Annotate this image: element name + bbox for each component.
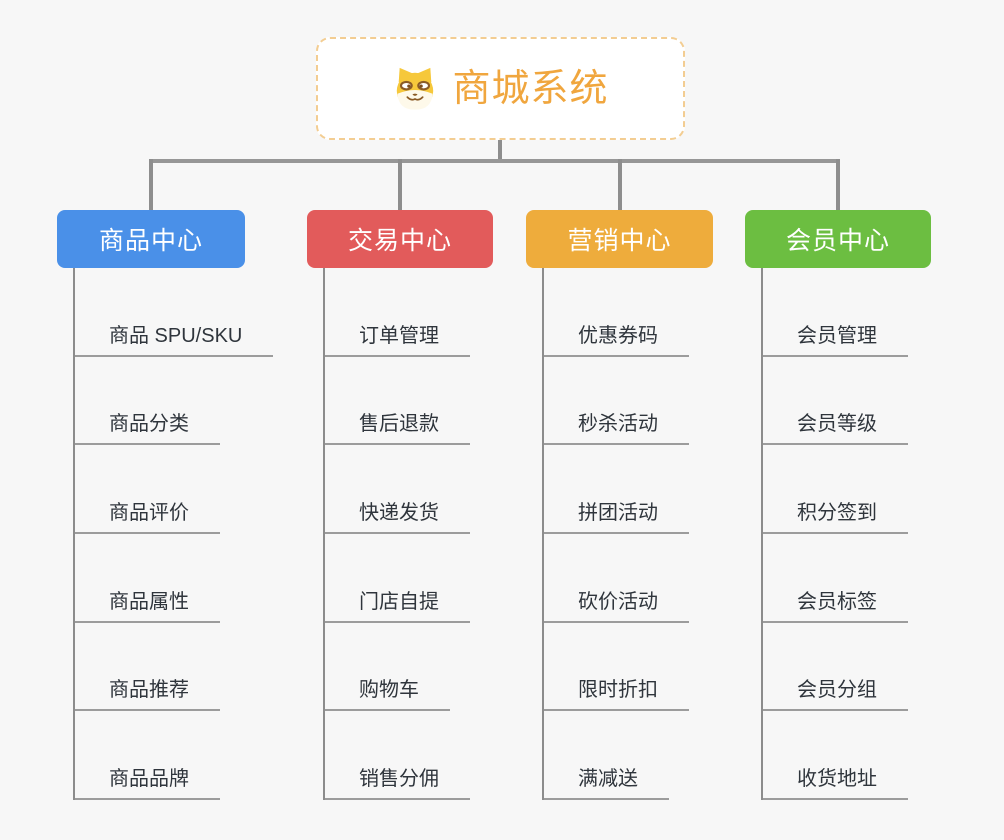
leaf-topic[interactable]: 会员管理 xyxy=(763,268,908,357)
branch-topic-product-center[interactable]: 商品中心 xyxy=(57,210,245,268)
leaf-topic-label: 快递发货 xyxy=(325,500,470,534)
leaf-topic[interactable]: 会员等级 xyxy=(763,357,908,446)
leaf-column-member-center: 会员管理会员等级积分签到会员标签会员分组收货地址 xyxy=(761,268,908,800)
leaf-topic-label: 优惠券码 xyxy=(544,323,689,357)
leaf-topic[interactable]: 购物车 xyxy=(325,623,470,712)
leaf-topic-label: 门店自提 xyxy=(325,589,470,623)
leaf-topic-label: 会员管理 xyxy=(763,323,908,357)
leaf-topic[interactable]: 商品属性 xyxy=(75,534,273,623)
leaf-topic[interactable]: 积分签到 xyxy=(763,445,908,534)
leaf-column-product-center: 商品 SPU/SKU 商品分类商品评价商品属性商品推荐商品品牌 xyxy=(73,268,274,800)
leaf-topic[interactable]: 商品评价 xyxy=(75,445,273,534)
leaf-topic-label: 秒杀活动 xyxy=(544,411,689,446)
connector-bus xyxy=(149,159,840,163)
branch-topic-trade-center[interactable]: 交易中心 xyxy=(307,210,493,268)
leaf-topic-label: 销售分佣 xyxy=(325,766,470,800)
leaf-topic-label: 商品评价 xyxy=(75,500,220,534)
branch-topic-member-center[interactable]: 会员中心 xyxy=(745,210,931,268)
leaf-topic[interactable]: 会员分组 xyxy=(763,623,908,712)
leaf-topic-label: 商品推荐 xyxy=(75,677,220,712)
leaf-topic[interactable]: 优惠券码 xyxy=(544,268,689,357)
leaf-topic-label: 商品分类 xyxy=(75,411,220,446)
leaf-topic[interactable]: 拼团活动 xyxy=(544,445,689,534)
leaf-topic[interactable]: 满减送 xyxy=(544,711,689,800)
leaf-topic-label: 积分签到 xyxy=(763,500,908,534)
leaf-topic[interactable]: 商品品牌 xyxy=(75,711,273,800)
root-topic[interactable]: 商城系统 xyxy=(316,37,685,140)
connector-drop-trade-center xyxy=(398,159,402,210)
leaf-topic[interactable]: 商品推荐 xyxy=(75,623,273,712)
branch-topic-marketing-center[interactable]: 营销中心 xyxy=(526,210,713,268)
connector-root-stub xyxy=(498,140,502,163)
leaf-topic-label: 售后退款 xyxy=(325,411,470,446)
leaf-topic-label: 商品品牌 xyxy=(75,766,220,800)
root-title: 商城系统 xyxy=(452,67,609,110)
leaf-topic-label: 拼团活动 xyxy=(544,500,689,534)
leaf-column-trade-center: 订单管理售后退款快递发货门店自提购物车销售分佣 xyxy=(323,268,470,800)
leaf-topic-label: 满减送 xyxy=(544,766,669,800)
leaf-topic[interactable]: 订单管理 xyxy=(325,268,470,357)
leaf-topic[interactable]: 快递发货 xyxy=(325,445,470,534)
leaf-topic-label: 订单管理 xyxy=(325,323,470,357)
leaf-topic[interactable]: 商品分类 xyxy=(75,357,273,446)
connector-drop-product-center xyxy=(149,159,153,210)
connector-drop-marketing-center xyxy=(617,159,622,210)
leaf-topic-label: 商品 SPU/SKU xyxy=(75,323,274,357)
leaf-topic-label: 购物车 xyxy=(325,677,450,712)
leaf-topic-label: 限时折扣 xyxy=(544,677,689,712)
doge-face-icon xyxy=(392,66,438,112)
leaf-topic[interactable]: 门店自提 xyxy=(325,534,470,623)
leaf-topic-label: 会员等级 xyxy=(763,411,908,446)
leaf-topic-label: 商品属性 xyxy=(75,589,220,623)
leaf-topic-label: 会员标签 xyxy=(763,589,908,623)
leaf-topic-label: 会员分组 xyxy=(763,677,908,712)
leaf-topic[interactable]: 销售分佣 xyxy=(325,711,470,800)
leaf-topic[interactable]: 商品 SPU/SKU xyxy=(75,268,274,357)
leaf-topic[interactable]: 砍价活动 xyxy=(544,534,689,623)
leaf-topic-label: 收货地址 xyxy=(763,766,908,800)
connector-drop-member-center xyxy=(836,159,840,210)
leaf-column-marketing-center: 优惠券码秒杀活动拼团活动砍价活动限时折扣满减送 xyxy=(542,268,689,800)
leaf-topic-label: 砍价活动 xyxy=(544,589,689,623)
leaf-topic[interactable]: 秒杀活动 xyxy=(544,357,689,446)
leaf-topic[interactable]: 收货地址 xyxy=(763,711,908,800)
leaf-topic[interactable]: 限时折扣 xyxy=(544,623,689,712)
leaf-topic[interactable]: 售后退款 xyxy=(325,357,470,446)
leaf-topic[interactable]: 会员标签 xyxy=(763,534,908,623)
